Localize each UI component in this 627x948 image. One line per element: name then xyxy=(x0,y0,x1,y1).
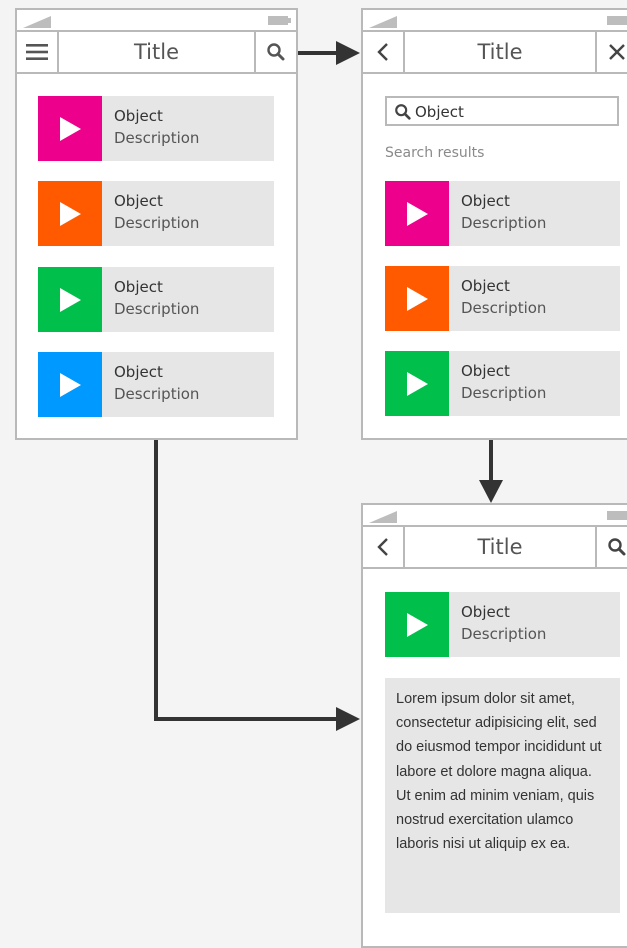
status-bar xyxy=(363,10,627,32)
detail-item: Object Description xyxy=(385,592,620,657)
play-icon xyxy=(385,181,449,246)
nav-bar: Title xyxy=(363,527,627,569)
result-item[interactable]: Object Description xyxy=(385,181,620,246)
item-title: Object xyxy=(461,192,510,210)
item-title: Object xyxy=(114,363,163,381)
list-screen: Title Object Description Object Descript… xyxy=(15,8,298,440)
item-title: Object xyxy=(461,603,510,621)
search-value: Object xyxy=(415,103,464,121)
item-description: Description xyxy=(461,384,547,402)
detail-screen: Title Object Description Lorem ipsum dol… xyxy=(361,503,627,948)
result-item[interactable]: Object Description xyxy=(385,351,620,416)
list-item[interactable]: Object Description xyxy=(38,267,274,332)
item-title: Object xyxy=(114,192,163,210)
item-description: Description xyxy=(461,214,547,232)
signal-icon xyxy=(369,511,397,523)
list-item[interactable]: Object Description xyxy=(38,352,274,417)
play-icon xyxy=(385,351,449,416)
status-bar xyxy=(363,505,627,527)
arrow-list-to-search xyxy=(298,41,360,65)
arrow-list-to-detail xyxy=(154,440,360,731)
item-description: Description xyxy=(114,300,200,318)
screen-title: Title xyxy=(477,535,523,559)
screen-title: Title xyxy=(477,40,523,64)
search-icon[interactable] xyxy=(595,527,627,567)
search-screen: Title Object Search results Object Descr… xyxy=(361,8,627,440)
battery-icon xyxy=(268,16,291,25)
nav-bar: Title xyxy=(363,32,627,74)
item-description: Description xyxy=(114,214,200,232)
screen-title: Title xyxy=(133,40,179,64)
nav-bar: Title xyxy=(17,32,296,74)
item-description: Description xyxy=(114,385,200,403)
battery-icon xyxy=(607,16,627,25)
signal-icon xyxy=(369,16,397,28)
list-item[interactable]: Object Description xyxy=(38,96,274,161)
back-chevron-icon[interactable] xyxy=(363,32,405,72)
result-item[interactable]: Object Description xyxy=(385,266,620,331)
status-bar xyxy=(17,10,296,32)
play-icon xyxy=(38,352,102,417)
play-icon[interactable] xyxy=(385,592,449,657)
play-icon xyxy=(38,181,102,246)
item-title: Object xyxy=(114,107,163,125)
play-icon xyxy=(38,267,102,332)
play-icon xyxy=(38,96,102,161)
item-description: Description xyxy=(461,299,547,317)
search-results-label: Search results xyxy=(385,145,485,161)
list-item[interactable]: Object Description xyxy=(38,181,274,246)
item-title: Object xyxy=(461,277,510,295)
play-icon xyxy=(385,266,449,331)
body-text: Lorem ipsum dolor sit amet, consectetur … xyxy=(385,678,620,913)
search-icon xyxy=(395,104,411,120)
battery-icon xyxy=(607,511,627,520)
search-input[interactable]: Object xyxy=(385,96,619,126)
item-title: Object xyxy=(114,278,163,296)
item-description: Description xyxy=(114,129,200,147)
item-description: Description xyxy=(461,625,547,643)
item-title: Object xyxy=(461,362,510,380)
signal-icon xyxy=(23,16,51,28)
close-icon[interactable] xyxy=(595,32,627,72)
back-chevron-icon[interactable] xyxy=(363,527,405,567)
arrow-search-to-detail xyxy=(479,440,503,503)
search-icon[interactable] xyxy=(254,32,296,72)
hamburger-menu-icon[interactable] xyxy=(17,32,59,72)
